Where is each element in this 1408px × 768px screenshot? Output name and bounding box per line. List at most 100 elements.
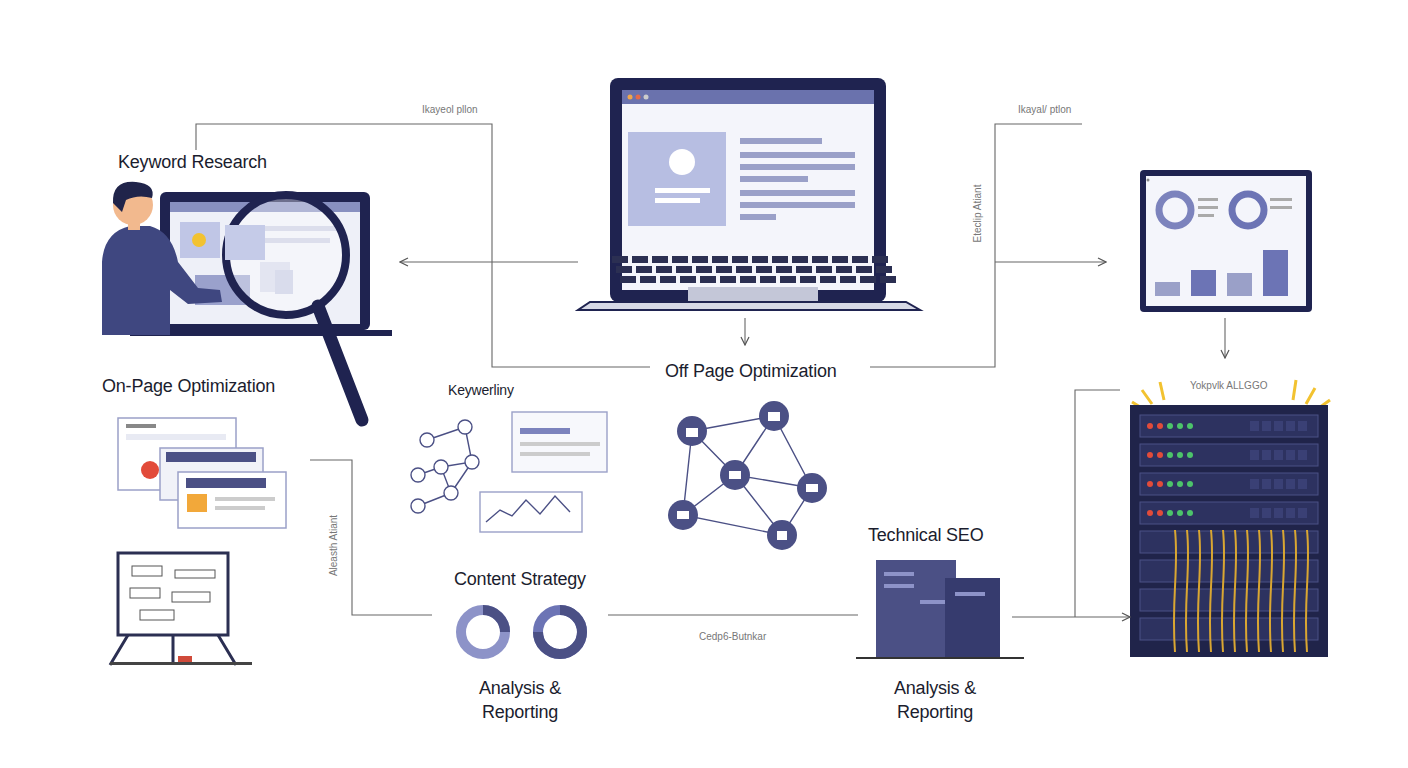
status-led [1167, 452, 1173, 458]
status-led [1167, 510, 1173, 516]
drive-bay [1262, 508, 1271, 518]
keyword-network-illustration [411, 412, 607, 532]
status-led [1177, 423, 1183, 429]
key [780, 276, 796, 283]
key [740, 276, 756, 283]
drive-bay [1298, 450, 1307, 460]
node-heading: Keyword Research [118, 152, 267, 173]
key [676, 266, 692, 273]
key [816, 266, 832, 273]
rack-unit [1140, 531, 1318, 553]
cable [1198, 530, 1200, 652]
drive-bay [1298, 508, 1307, 518]
illustration-group: Yokpvlk ALLGGO [1130, 374, 1328, 660]
drive-bay [1262, 421, 1271, 431]
key [792, 256, 808, 263]
key [812, 256, 828, 263]
status-led [1177, 510, 1183, 516]
key [656, 266, 672, 273]
drive-bay [1262, 450, 1271, 460]
drive-bay [1250, 479, 1259, 489]
key [652, 256, 668, 263]
node-heading: On-Page Optimization [102, 376, 275, 397]
key [640, 276, 656, 283]
key [636, 266, 652, 273]
rack-unit [1140, 618, 1318, 640]
cable [1234, 530, 1236, 652]
key [820, 276, 836, 283]
status-led [1187, 481, 1193, 487]
cable [1186, 530, 1188, 652]
drive-bay [1286, 450, 1295, 460]
laptop-illustration [578, 78, 920, 310]
drive-bay [1250, 450, 1259, 460]
status-led [1157, 452, 1163, 458]
cable [1294, 530, 1296, 652]
node-heading: Analysis & Reporting [875, 676, 995, 724]
annotation-label: Ikayeol pllon [420, 104, 480, 115]
connector [608, 614, 858, 615]
node-heading: Analysis & Reporting [460, 676, 580, 724]
cable [1210, 530, 1212, 652]
cable [1222, 530, 1224, 652]
rack-unit [1140, 415, 1318, 437]
drive-bay [1250, 421, 1259, 431]
drive-bay [1298, 479, 1307, 489]
key [852, 256, 868, 263]
key [712, 256, 728, 263]
key [832, 256, 848, 263]
server-rack-illustration [1130, 380, 1330, 657]
key [872, 256, 888, 263]
key [692, 256, 708, 263]
status-led [1167, 423, 1173, 429]
key [660, 276, 676, 283]
drive-bay [1286, 421, 1295, 431]
keyboard-keys [612, 256, 896, 283]
key [860, 276, 876, 283]
cable [1258, 530, 1260, 652]
key [856, 266, 872, 273]
drive-bay [1274, 421, 1283, 431]
researcher-illustration [102, 182, 392, 420]
key [760, 276, 776, 283]
node-heading: Keywerliny [448, 382, 514, 398]
drive-bay [1274, 450, 1283, 460]
cable [1282, 530, 1284, 652]
status-led [1157, 510, 1163, 516]
key [700, 276, 716, 283]
key [672, 256, 688, 263]
onpage-illustration [110, 418, 286, 665]
illustration-group: Keyword Research [100, 148, 400, 338]
status-led [1157, 481, 1163, 487]
key [732, 256, 748, 263]
status-led [1147, 452, 1153, 458]
drive-bay [1286, 508, 1295, 518]
key [680, 276, 696, 283]
key [620, 276, 636, 283]
rack-unit [1140, 560, 1318, 582]
cable [1174, 530, 1176, 652]
node-heading: Technical SEO [868, 525, 983, 546]
key [840, 276, 856, 283]
key [752, 256, 768, 263]
status-led [1147, 510, 1153, 516]
drive-bay [1274, 508, 1283, 518]
rack-unit [1140, 473, 1318, 495]
dashboard-illustration [1140, 170, 1312, 312]
rack-unit [1140, 444, 1318, 466]
key [880, 276, 896, 283]
key [776, 266, 792, 273]
key [632, 256, 648, 263]
status-led [1187, 452, 1193, 458]
backlink-network-illustration [668, 401, 827, 550]
status-led [1147, 423, 1153, 429]
key [736, 266, 752, 273]
annotation-label: Ikayal/ ptlon [1016, 104, 1073, 115]
key [616, 266, 632, 273]
illustration-group: Keywerliny [400, 378, 615, 533]
key [876, 266, 892, 273]
status-led [1187, 510, 1193, 516]
key [772, 256, 788, 263]
rack-unit [1140, 502, 1318, 524]
server-building-illustration [856, 560, 1024, 659]
